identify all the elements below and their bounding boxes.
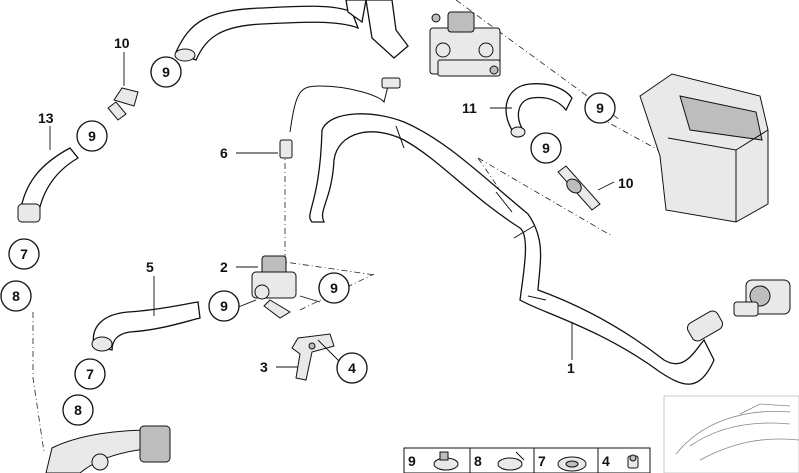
label-2: 2 xyxy=(220,259,228,275)
hose-5[interactable] xyxy=(91,301,201,352)
label-10-left: 10 xyxy=(114,35,130,51)
label-6: 6 xyxy=(220,145,228,161)
heater-valve-block[interactable] xyxy=(429,11,501,77)
legend-item-7: 7 xyxy=(538,453,546,469)
auxiliary-water-pump[interactable] xyxy=(733,279,791,317)
label-11: 11 xyxy=(462,100,477,116)
legend-item-8: 8 xyxy=(474,453,482,469)
svg-text:9: 9 xyxy=(220,298,228,314)
svg-text:8: 8 xyxy=(12,288,20,304)
leader-lines xyxy=(49,52,615,368)
part-number-labels: 10 13 6 2 5 3 11 10 1 xyxy=(38,35,634,376)
assembly-guide-lines xyxy=(32,0,663,453)
hose-11[interactable] xyxy=(505,83,573,138)
hose-13[interactable] xyxy=(17,147,79,223)
label-1: 1 xyxy=(567,360,575,376)
sensor-6[interactable] xyxy=(279,77,401,159)
legend-item-4: 4 xyxy=(602,453,610,469)
callout-7-upper: 7 xyxy=(8,238,40,270)
callout-9-valve2-right: 9 xyxy=(318,272,350,304)
coolant-pipe-bottom[interactable] xyxy=(45,425,171,473)
label-5: 5 xyxy=(146,259,154,275)
label-3: 3 xyxy=(260,359,268,375)
svg-text:9: 9 xyxy=(542,140,550,156)
svg-text:9: 9 xyxy=(88,128,96,144)
callout-9-left: 9 xyxy=(76,120,108,152)
svg-text:9: 9 xyxy=(330,280,338,296)
callout-7-lower: 7 xyxy=(74,358,106,390)
svg-text:4: 4 xyxy=(348,360,356,376)
svg-text:9: 9 xyxy=(162,64,170,80)
svg-text:7: 7 xyxy=(20,246,28,262)
check-valve-10-right[interactable] xyxy=(557,165,601,211)
parts-legend: 9 8 7 4 xyxy=(403,447,651,473)
svg-text:9: 9 xyxy=(596,100,604,116)
callout-8-lower: 8 xyxy=(62,394,94,426)
spring-clamp-icon xyxy=(497,451,525,471)
svg-text:8: 8 xyxy=(74,402,82,418)
callout-9-valve2-left: 9 xyxy=(208,290,240,322)
water-valve-2[interactable] xyxy=(251,255,297,319)
callout-8-upper: 8 xyxy=(0,280,32,312)
hose-1[interactable] xyxy=(309,113,725,385)
label-10-right: 10 xyxy=(618,175,634,191)
vehicle-location-thumbnail xyxy=(663,395,799,473)
legend-item-9: 9 xyxy=(408,453,416,469)
hose-clamp-icon xyxy=(433,451,459,471)
svg-text:7: 7 xyxy=(86,366,94,382)
callout-9-hose11: 9 xyxy=(584,92,616,124)
callout-9-top: 9 xyxy=(150,56,182,88)
label-13: 13 xyxy=(38,110,54,126)
hose-upper[interactable] xyxy=(174,0,409,62)
check-valve-10-left[interactable] xyxy=(107,87,139,121)
o-ring-clamp-icon xyxy=(557,456,587,472)
auxiliary-heater-unit[interactable] xyxy=(639,73,769,223)
bracket-3[interactable] xyxy=(291,333,335,381)
callout-9-valve10: 9 xyxy=(530,132,562,164)
callout-4: 4 xyxy=(336,352,368,384)
screw-icon xyxy=(627,454,639,469)
